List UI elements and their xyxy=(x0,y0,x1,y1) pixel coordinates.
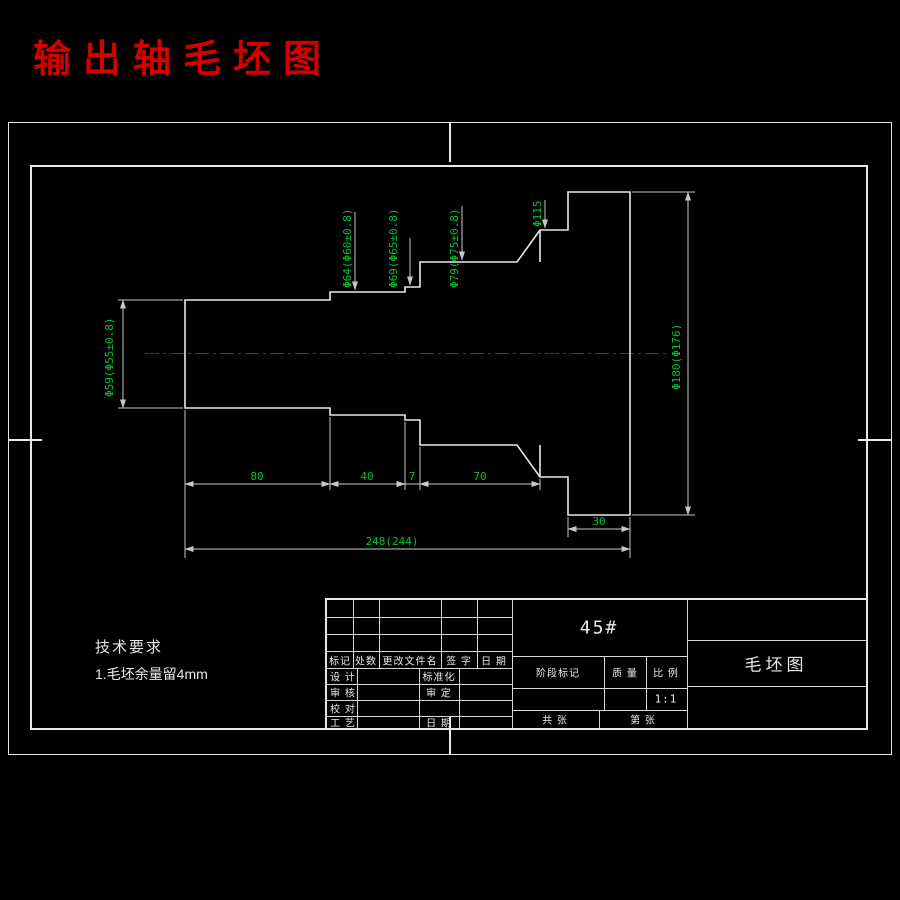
extension-lines xyxy=(118,191,695,558)
dim-text-d64: Φ64(Φ60±0.8) xyxy=(341,209,354,288)
tb-label-sheet-total: 共 张 xyxy=(542,715,568,727)
dim-text-d79: Φ79(Φ75±0.8) xyxy=(448,209,461,288)
tb-line xyxy=(512,688,687,689)
tb-label-scale: 比 例 xyxy=(653,668,679,680)
tb-label-change-file: 更改文件名 xyxy=(382,656,438,668)
tb-line xyxy=(379,600,380,668)
tb-line xyxy=(327,651,512,652)
centering-mark-bottom xyxy=(449,717,451,755)
title-block: 标记 处数 更改文件名 签 字 日 期 设 计 审 核 校 对 工 艺 标准化 … xyxy=(325,598,868,730)
dim-text-40: 40 xyxy=(360,470,373,483)
tb-line xyxy=(604,656,605,710)
dim-text-70: 70 xyxy=(473,470,486,483)
tb-label-check: 审 核 xyxy=(330,688,356,700)
tb-line xyxy=(419,668,420,728)
tb-label-mark: 标记 xyxy=(329,656,351,668)
tb-line xyxy=(459,668,460,728)
tb-material: 45# xyxy=(579,617,619,639)
tb-line xyxy=(357,668,358,728)
dim-text-7: 7 xyxy=(409,470,416,483)
tb-line xyxy=(512,656,687,657)
tb-line xyxy=(687,600,688,728)
dim-text-d180: Φ180(Φ176) xyxy=(670,324,683,390)
tb-label-signature: 签 字 xyxy=(446,656,472,668)
tb-line xyxy=(512,600,513,728)
centering-mark-left xyxy=(8,439,42,441)
dim-text-80: 80 xyxy=(250,470,263,483)
tb-label-design: 设 计 xyxy=(330,672,356,684)
tb-line xyxy=(599,710,600,728)
tb-label-process: 工 艺 xyxy=(330,718,356,730)
tb-line xyxy=(441,600,442,668)
dim-text-d115: Φ115 xyxy=(531,201,544,228)
tb-label-stage: 阶段标记 xyxy=(536,668,580,680)
dim-text-30: 30 xyxy=(592,515,605,528)
tb-scale-value: 1:1 xyxy=(654,692,678,706)
note-allowance: 1.毛坯余量留4mm xyxy=(95,666,208,682)
tb-line xyxy=(477,600,478,668)
shaft-profile xyxy=(184,191,631,516)
tb-label-standardize: 标准化 xyxy=(422,672,456,684)
dim-text-d59: Φ59(Φ55±0.8) xyxy=(103,318,116,397)
tb-line xyxy=(353,600,354,668)
tb-line xyxy=(646,656,647,710)
centering-mark-top xyxy=(449,122,451,162)
tb-line xyxy=(687,640,866,641)
tb-line xyxy=(687,686,866,687)
dim-text-d69: Φ69(Φ65±0.8) xyxy=(387,209,400,288)
notes-heading: 技术要求 xyxy=(95,639,164,656)
tb-drawing-name: 毛坯图 xyxy=(744,655,808,675)
tb-line xyxy=(327,617,512,618)
tb-label-weight: 质 量 xyxy=(612,668,638,680)
tb-label-approve: 审 定 xyxy=(426,688,452,700)
tb-label-date2: 日 期 xyxy=(426,718,452,730)
tb-line xyxy=(327,634,512,635)
drawing-title: 输出轴毛坯图 xyxy=(33,39,334,81)
tb-label-sheet-no: 第 张 xyxy=(630,715,656,727)
tb-label-date: 日 期 xyxy=(481,656,507,668)
centering-mark-right xyxy=(858,439,892,441)
tb-label-count: 处数 xyxy=(355,656,377,668)
tb-label-proof: 校 对 xyxy=(330,704,356,716)
dim-text-total: 248(244) xyxy=(366,535,419,548)
